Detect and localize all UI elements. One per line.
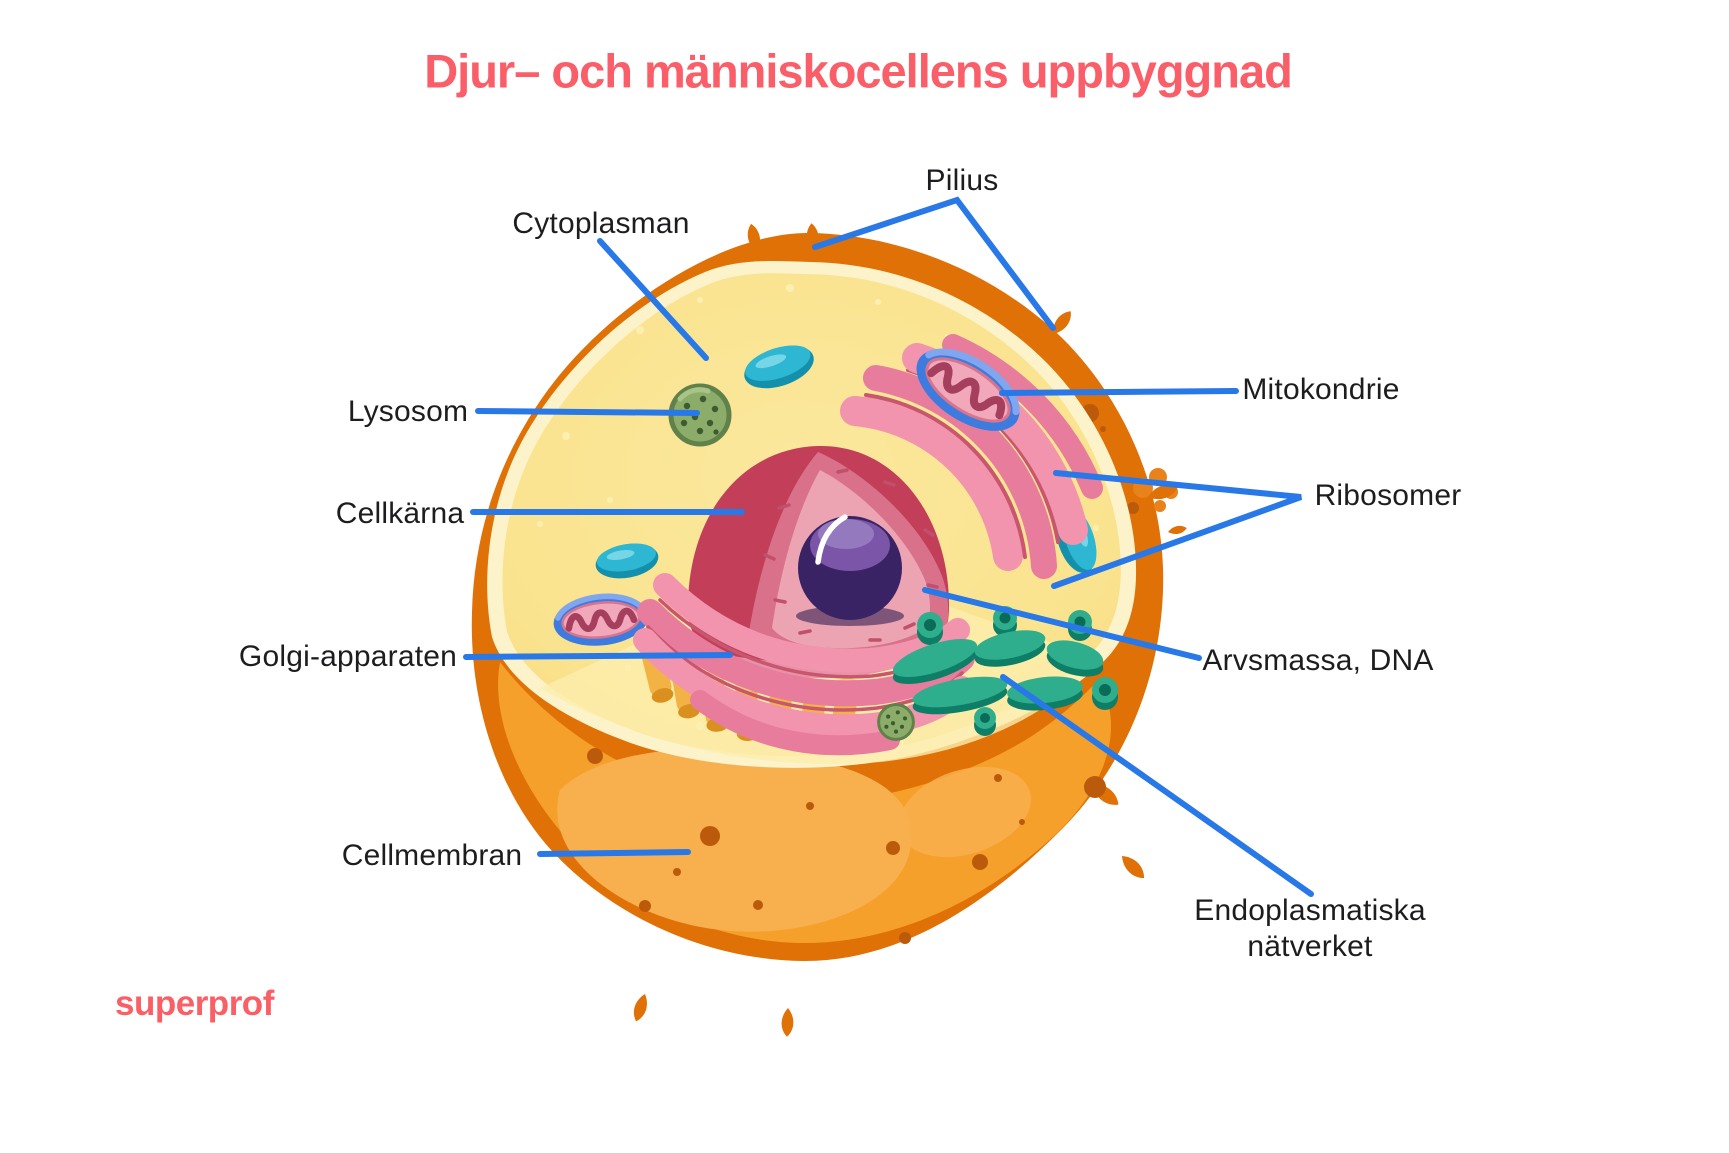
- label-golgi: Golgi-apparaten: [238, 640, 458, 673]
- leader-endoplasmatiska: [1000, 674, 1314, 897]
- mitochondrion-left: [553, 593, 649, 646]
- label-cellmembran: Cellmembran: [341, 839, 523, 872]
- label-ribosomer: Ribosomer: [1314, 479, 1462, 512]
- leader-cellmembran: [537, 849, 691, 857]
- chromatin-speckles: [763, 468, 939, 642]
- cell-membrane-bottom: [498, 662, 1112, 944]
- leader-arvsmassa: [922, 587, 1202, 661]
- pili-spikes: [633, 223, 1187, 1037]
- label-cytoplasman: Cytoplasman: [512, 207, 690, 240]
- page-title: Djur– och människocellens uppbyggnad: [424, 44, 1293, 98]
- leader-ribosomer: [1051, 470, 1303, 589]
- leader-mitokondrie: [999, 388, 1239, 396]
- label-mitokondrie: Mitokondrie: [1242, 373, 1400, 406]
- vacuole-left: [595, 543, 659, 579]
- label-pilius: Pilius: [925, 164, 999, 197]
- membrane-dots-bottom: [587, 748, 1106, 944]
- label-lysosom: Lysosom: [347, 395, 469, 428]
- label-endoplasmatiska: Endoplasmatiska nätverket: [1194, 894, 1426, 963]
- leader-lysosom: [475, 408, 700, 416]
- label-cellkarna: Cellkärna: [335, 497, 465, 530]
- nucleolus: [796, 514, 904, 626]
- vacuole-top: [744, 345, 814, 389]
- superprof-logo: superprof: [115, 984, 274, 1023]
- label-arvsmassa: Arvsmassa, DNA: [1202, 644, 1434, 677]
- golgi-apparatus-back: [840, 334, 1103, 579]
- leader-golgi: [463, 652, 733, 660]
- leader-cytoplasman: [597, 238, 709, 361]
- lysosome-small: [877, 703, 915, 741]
- leader-pilius: [812, 196, 1056, 331]
- leader-lines: [463, 196, 1314, 897]
- mitochondrion-top: [916, 348, 1020, 431]
